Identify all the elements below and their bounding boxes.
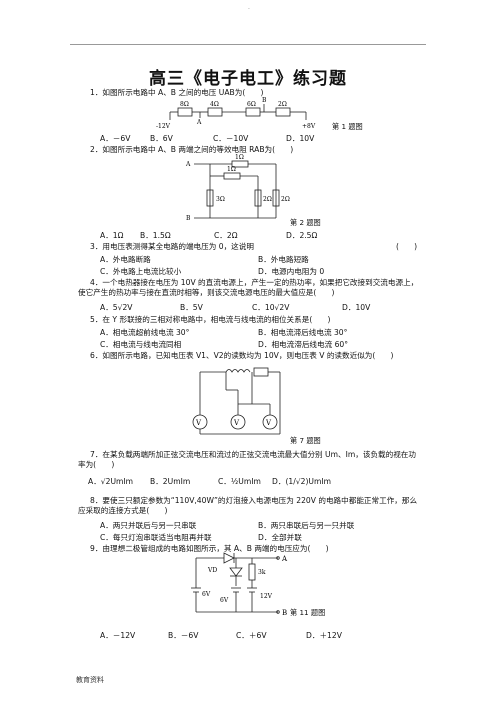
q8-option-a: A．两只并联后与另一只串联	[100, 521, 197, 530]
q1-figure: 8Ω 4Ω 6Ω 2Ω A B -12V +8V	[156, 97, 316, 130]
q2-r4: 2Ω	[263, 196, 272, 203]
q6-stem: 6．如图所示电路，已知电压表 V1、V2的读数均为 10V，则电压表 V 的读数…	[90, 351, 394, 360]
q9-e3: 12V	[260, 593, 273, 600]
q2-r2: 1Ω	[227, 166, 236, 173]
q3-option-b: B．外电路短路	[258, 255, 309, 264]
q2-r1: 1Ω	[235, 154, 244, 161]
q4-option-d: D．10V	[342, 303, 371, 312]
q1-caption: 第 1 题图	[332, 122, 363, 131]
q7-option-b: B．2UmIm	[150, 477, 191, 486]
q5-option-b: B．相电流滞后线电流 30°	[258, 328, 348, 337]
header-rule	[70, 44, 426, 45]
q2-stem: 2．如图所示电路中 A、B 两端之间的等效电阻 RAB为( )	[90, 145, 294, 154]
q2-option-d: D．2.5Ω	[286, 231, 318, 240]
q1-right: +8V	[302, 123, 316, 130]
q2-r3: 3Ω	[216, 196, 225, 203]
q9-a: A	[281, 555, 288, 563]
q9-e1: 6V	[202, 591, 211, 598]
q7-option-d: D．(1/√2)UmIm	[272, 477, 332, 486]
q6-v1: V	[233, 419, 240, 427]
q5-option-d: D．相电流滞后线电流 60°	[258, 340, 349, 349]
q9-caption: 第 11 题图	[290, 608, 326, 617]
q5-option-c: C．相电流与线电流同相	[100, 340, 182, 349]
q2-option-c: C．2Ω	[214, 231, 238, 240]
q3-stem: 3．用电压表测得某全电路的端电压为 0，这说明	[90, 242, 254, 251]
q6-v: V	[195, 419, 202, 427]
q9-stem: 9．由理想二极管组成的电路如图所示，其 A、B 两端的电压应为( )	[90, 544, 329, 553]
q5-stem: 5．在 Y 形联接的三相对称电路中，相电流与线电流的相位关系是( )	[90, 315, 331, 324]
q1-stem: 1．如图所示电路中 A、B 之间的电压 UAB为( )	[90, 88, 264, 97]
q2-option-a: A．1Ω	[100, 231, 124, 240]
q1-option-a: A．－6V	[100, 134, 131, 143]
q4-stem: 4．一个电热器接在电压为 10V 的直流电源上，产生一定的热功率，如果把它改接到…	[78, 278, 419, 297]
q6-v2: V	[265, 419, 272, 427]
q1-option-b: B．6V	[150, 134, 173, 143]
q9-e2: 6V	[220, 597, 229, 604]
q8-stem: 8．要使三只额定参数为“110V,40W”的灯泡接入电源电压为 220V 的电路…	[78, 496, 418, 515]
q3-bracket: ( )	[396, 242, 418, 251]
q3-option-a: A．外电路断路	[100, 255, 151, 264]
q3-option-c: C．外电路上电流比较小	[100, 267, 182, 276]
q7-stem: 7．在某负载两端所加正弦交流电压和流过的正弦交流电流最大值分别 Um、Im，该负…	[78, 450, 416, 469]
q2-a: A	[185, 161, 191, 168]
q3-option-d: D．电源内电阻为 0	[258, 267, 325, 276]
q2-b: B	[186, 215, 191, 222]
q5-option-a: A．相电流超前线电流 30°	[100, 328, 190, 337]
q2-option-b: B．1.5Ω	[140, 231, 171, 240]
q7-option-c: C．½UmIm	[218, 477, 261, 486]
q1-b: B	[262, 97, 267, 104]
q6-figure: V V V	[192, 367, 281, 435]
q2-caption: 第 2 题图	[290, 218, 321, 227]
q4-option-b: B．5V	[180, 303, 203, 312]
q9-r: 3k	[258, 569, 266, 576]
q1-left: -12V	[156, 123, 171, 130]
q7-option-a: A．√2UmIm	[88, 477, 134, 486]
q1-r2: 4Ω	[210, 101, 219, 108]
q8-option-d: D．全部并联	[258, 533, 302, 542]
q1-r3: 6Ω	[247, 101, 256, 108]
q9-option-d: D．＋12V	[306, 631, 342, 640]
q9-vd: VD	[207, 567, 217, 574]
q1-r4: 2Ω	[278, 101, 287, 108]
q8-option-c: C．每只灯泡串联适当电阻再并联	[100, 533, 212, 542]
q2-figure: A B 1Ω 1Ω 3Ω 2Ω 2Ω	[185, 154, 290, 222]
q1-r1: 8Ω	[180, 101, 189, 108]
q4-option-a: A．5√2V	[100, 303, 133, 312]
q9-b: B	[282, 609, 287, 617]
q9-option-a: A．－12V	[100, 631, 136, 640]
footer-text: 教育资料	[76, 676, 104, 684]
q1-a: A	[196, 119, 202, 126]
q2-r5: 2Ω	[281, 196, 290, 203]
q4-option-c: C．10√2V	[252, 303, 290, 312]
page-title: 高三《电子电工》练习题	[149, 69, 347, 89]
q6-caption: 第 7 题图	[290, 436, 321, 445]
header-mark: .	[248, 4, 250, 11]
q1-option-c: C．－10V	[213, 134, 249, 143]
q1-option-d: D．10V	[286, 134, 315, 143]
q9-option-c: C．＋6V	[236, 631, 267, 640]
q9-figure: VD A B 6V 6V 3k 12V	[191, 552, 288, 617]
q9-option-b: B．－6V	[168, 631, 199, 640]
q8-option-b: B．两只串联后与另一只并联	[258, 521, 355, 530]
